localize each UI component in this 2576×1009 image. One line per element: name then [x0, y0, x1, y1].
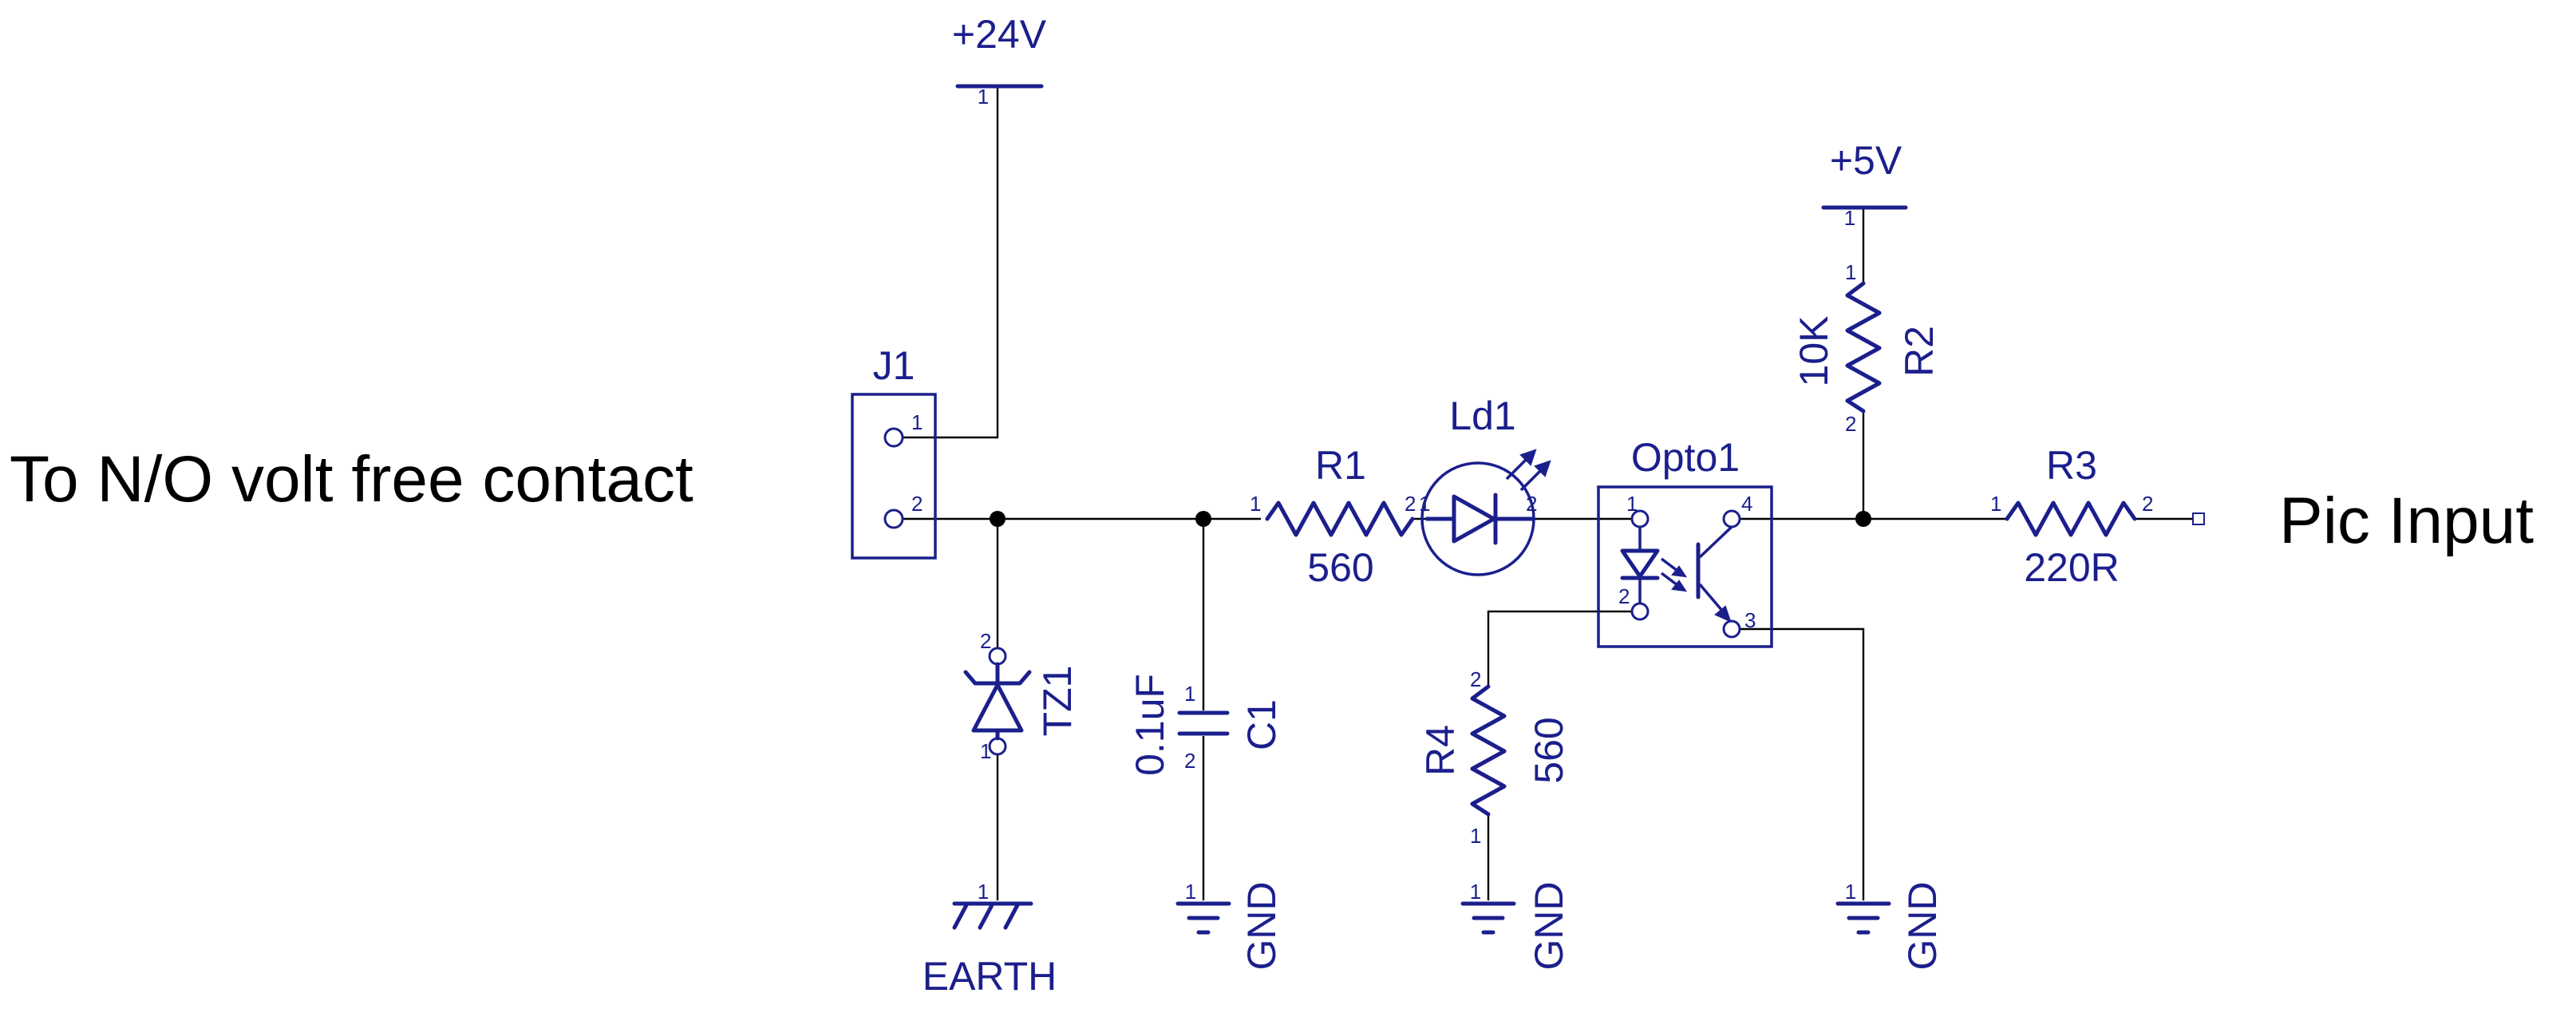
tz1-pin1-circle [988, 737, 1007, 756]
opto1-arrowhead-1 [1671, 565, 1688, 578]
junctions [990, 511, 1871, 527]
ld1-pin2: 2 [1526, 492, 1537, 516]
tz1-ref: TZ1 [1035, 666, 1080, 737]
r1-pin1: 1 [1250, 492, 1261, 516]
r3-pin1: 1 [1990, 492, 2001, 516]
r2-zigzag [1845, 281, 1882, 413]
wire-24v-j1 [894, 88, 999, 439]
r4-zigzag [1470, 684, 1507, 817]
wire-opto-gnd [1732, 627, 1865, 900]
r2-pin1: 1 [1845, 260, 1856, 284]
r3-zigzag [2005, 501, 2137, 537]
opto1-emitter-arrow [1714, 605, 1732, 623]
gnd-r4: 1 GND [1460, 880, 1571, 971]
ld1-triangle [1452, 494, 1496, 544]
junction-c1 [1195, 511, 1211, 527]
r1-pin2: 2 [1405, 492, 1416, 516]
r3-value: 220R [2024, 545, 2120, 590]
r2-value: 10K [1792, 316, 1836, 387]
ld1-arrowhead-2 [1534, 460, 1551, 477]
pic-input-terminal [2192, 512, 2205, 525]
r4-pin1: 1 [1470, 824, 1481, 848]
gnd-opto: 1 GND [1835, 880, 1945, 971]
resistor-r3: 1 2 R3 220R [1990, 443, 2205, 590]
j1-pin1-circle [883, 427, 904, 448]
opto1-pin3-num: 3 [1744, 608, 1756, 632]
c1-ref: C1 [1239, 699, 1284, 750]
opto1-pin2-circle [1630, 602, 1650, 621]
opto1-pin4-circle [1722, 509, 1741, 528]
opto1-pin1-num: 1 [1626, 492, 1638, 516]
r3-ref: R3 [2046, 443, 2097, 488]
resistor-r4: 2 1 R4 560 [1418, 667, 1571, 848]
resistor-r2: 1 2 10K R2 [1792, 260, 1942, 436]
power-label-5v: +5V [1830, 138, 1902, 183]
power-5v: +5V 1 [1821, 138, 1908, 230]
capacitor-c1: 1 2 0.1uF C1 [1128, 674, 1284, 776]
earth-tick-2 [978, 901, 995, 930]
opto1-ref: Opto1 [1631, 435, 1740, 480]
pin-24v: 1 [978, 85, 989, 109]
opto1-pin3-circle [1722, 619, 1741, 639]
gnd-opto-label: GND [1900, 881, 1945, 970]
tz1-pin2-circle [988, 647, 1007, 666]
opto1-body [1597, 485, 1773, 648]
earth-tick-3 [1003, 901, 1021, 930]
power-label-24v: +24V [952, 12, 1047, 57]
wire-opto-r4 [1487, 610, 1640, 687]
j1-pin2-circle [883, 508, 904, 529]
c1-value: 0.1uF [1128, 674, 1172, 776]
gnd-c1-pin: 1 [1185, 880, 1196, 904]
j1-pin2-num: 2 [911, 492, 923, 516]
r1-value: 560 [1307, 545, 1373, 590]
connector-j1: J1 1 2 [851, 343, 937, 560]
r4-value: 560 [1527, 717, 1571, 783]
gnd-r4-pin: 1 [1470, 880, 1481, 904]
resistor-r1: 1 2 R1 560 [1250, 443, 1416, 590]
tvs-diode-tz1: 2 1 TZ1 [963, 629, 1080, 763]
tz1-pin-top: 2 [980, 629, 991, 653]
c1-pin-top: 1 [1184, 682, 1195, 706]
pin-5v: 1 [1844, 206, 1855, 230]
r1-zigzag [1265, 501, 1415, 537]
left-annotation: To N/O volt free contact [10, 443, 693, 516]
opto1-led-triangle [1620, 548, 1660, 579]
ld1-ref: Ld1 [1449, 394, 1515, 438]
gnd-opto-pin: 1 [1845, 880, 1856, 904]
ld1-arrowhead-1 [1519, 449, 1537, 466]
earth-label: EARTH [923, 954, 1057, 999]
wires [894, 88, 2193, 900]
earth-pin: 1 [978, 880, 989, 904]
gnd-c1: 1 GND [1175, 880, 1284, 971]
tz1-pin-bottom: 1 [980, 739, 991, 763]
right-annotation: Pic Input [2279, 485, 2534, 557]
r3-pin2: 2 [2142, 492, 2153, 516]
optocoupler-opto1: 1 2 4 3 Opto1 [1597, 435, 1773, 648]
junction-r2 [1855, 511, 1871, 527]
r2-ref: R2 [1897, 326, 1942, 377]
power-24v: +24V 1 [952, 12, 1047, 109]
junction-tz1 [990, 511, 1006, 527]
tz1-triangle [971, 683, 1024, 733]
gnd-r4-label: GND [1527, 881, 1571, 970]
r4-pin2: 2 [1470, 667, 1481, 691]
j1-body [851, 393, 937, 560]
j1-pin1-num: 1 [911, 410, 923, 434]
opto1-pin2-num: 2 [1618, 584, 1630, 608]
r2-pin2: 2 [1845, 412, 1856, 436]
j1-ref: J1 [873, 343, 915, 388]
opto1-arrowhead-2 [1671, 580, 1688, 592]
c1-pin-bottom: 2 [1184, 749, 1195, 773]
earth-tick-1 [952, 901, 970, 930]
led-ld1: 1 2 Ld1 [1419, 394, 1551, 576]
opto1-pin4-num: 4 [1741, 492, 1752, 516]
earth-symbol: 1 EARTH [923, 880, 1057, 999]
opto1-transistor-collector [1698, 525, 1733, 559]
r1-ref: R1 [1315, 443, 1366, 488]
ld1-pin1: 1 [1419, 492, 1430, 516]
gnd-c1-label: GND [1239, 881, 1284, 970]
r4-ref: R4 [1418, 725, 1463, 776]
